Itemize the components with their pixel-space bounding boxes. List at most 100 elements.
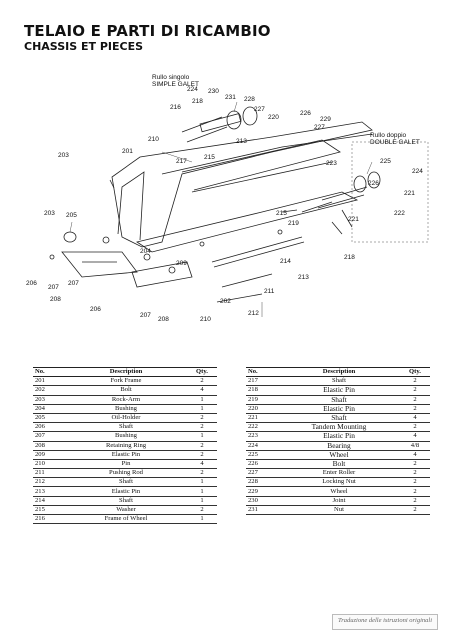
- part-description: Elastic Pin: [65, 486, 187, 497]
- double-roller-label-it: Rullo doppio: [370, 132, 407, 139]
- part-quantity: 2: [400, 505, 430, 516]
- part-description: Bushing: [65, 431, 187, 442]
- column-header-qty: Qty.: [400, 366, 430, 378]
- callout-number: 211: [264, 288, 275, 295]
- part-quantity: 2: [400, 486, 430, 497]
- callout-number: 231: [225, 94, 236, 101]
- part-description: Bolt: [65, 385, 187, 396]
- callout-number: 206: [90, 306, 101, 313]
- part-quantity: 4: [187, 459, 217, 470]
- callout-number: 216: [170, 104, 181, 111]
- callout-number: 218: [192, 98, 203, 105]
- callout-number: 207: [140, 312, 151, 319]
- part-quantity: 2: [187, 422, 217, 433]
- part-quantity: 4: [187, 385, 217, 396]
- part-description: Retaining Ring: [65, 441, 187, 451]
- part-number: 231: [246, 505, 278, 516]
- part-description: Elastic Pin: [65, 450, 187, 460]
- callout-number: 214: [280, 258, 291, 265]
- callout-number: 218: [344, 254, 355, 261]
- callout-number: 227: [254, 106, 265, 113]
- callout-number: 223: [326, 160, 337, 167]
- part-description: Shaft: [278, 413, 400, 424]
- part-quantity: 2: [400, 468, 430, 479]
- part-number: 212: [33, 477, 65, 488]
- footer-note: Traduzione delle istruzioni originali: [337, 617, 433, 624]
- column-header-description: Description: [278, 366, 400, 378]
- callout-number: 226: [368, 180, 379, 187]
- callout-number: 207: [68, 280, 79, 287]
- callout-number: 226: [300, 110, 311, 117]
- callout-number: 222: [394, 210, 405, 217]
- exploded-parts-drawing: Rullo singolo SIMPLE GALET Rullo doppio …: [22, 62, 432, 342]
- part-quantity: 2: [187, 450, 217, 460]
- part-description: Bearing: [278, 441, 400, 451]
- callout-number: 215: [276, 210, 287, 217]
- part-number: 206: [33, 422, 65, 433]
- part-description: Pushing Rod: [65, 468, 187, 479]
- callout-number: 204: [140, 248, 151, 255]
- part-description: Bushing: [65, 404, 187, 414]
- part-number: 204: [33, 404, 65, 414]
- part-quantity: 1: [187, 514, 217, 525]
- part-description: Bolt: [278, 459, 400, 470]
- double-roller-label-fr: DOUBLE GALET: [370, 139, 420, 146]
- column-header-no: No.: [33, 366, 65, 378]
- table-header-row: No. Description Qty.: [246, 366, 430, 378]
- column-header-description: Description: [65, 366, 187, 378]
- part-number: 217: [246, 376, 278, 387]
- part-description: Shaft: [65, 422, 187, 433]
- part-description: Elastic Pin: [278, 431, 400, 442]
- callout-number: 225: [380, 158, 391, 165]
- part-number: 209: [33, 450, 65, 460]
- part-number: 226: [246, 459, 278, 470]
- part-number: 214: [33, 496, 65, 506]
- part-number: 210: [33, 459, 65, 470]
- part-description: Oil-Holder: [65, 413, 187, 424]
- callout-number: 230: [208, 88, 219, 95]
- part-description: Rock-Arm: [65, 395, 187, 405]
- callout-number: 210: [148, 136, 159, 143]
- part-quantity: 1: [187, 395, 217, 405]
- callout-number: 209: [176, 260, 187, 267]
- callout-number: 228: [244, 96, 255, 103]
- part-description: Shaft: [65, 477, 187, 488]
- callout-number: 219: [288, 220, 299, 227]
- part-description: Shaft: [65, 496, 187, 506]
- part-number: 201: [33, 376, 65, 387]
- part-number: 225: [246, 450, 278, 460]
- double-roller-label: Rullo doppio DOUBLE GALET: [370, 132, 420, 146]
- part-description: Nut: [278, 505, 400, 516]
- callout-number: 213: [236, 138, 247, 145]
- part-quantity: 4: [400, 450, 430, 460]
- part-quantity: 2: [187, 376, 217, 387]
- part-quantity: 1: [187, 431, 217, 442]
- part-number: 215: [33, 505, 65, 516]
- part-description: Washer: [65, 505, 187, 516]
- part-quantity: 2: [400, 376, 430, 387]
- part-number: 228: [246, 477, 278, 488]
- page-title: TELAIO E PARTI DI RICAMBIO: [24, 22, 271, 40]
- callout-number: 221: [348, 216, 359, 223]
